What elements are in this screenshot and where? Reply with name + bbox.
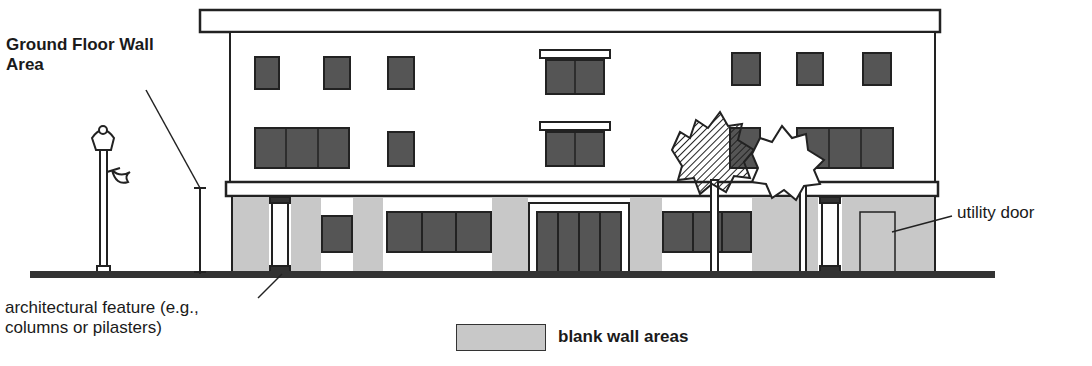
legend-label: blank wall areas <box>558 327 688 347</box>
callout-label: utility door <box>957 203 1087 223</box>
callout-label: architectural feature (e.g., columns or … <box>5 298 260 339</box>
dimension-label: Ground Floor Wall Area <box>6 35 156 76</box>
legend-swatch <box>456 324 546 351</box>
